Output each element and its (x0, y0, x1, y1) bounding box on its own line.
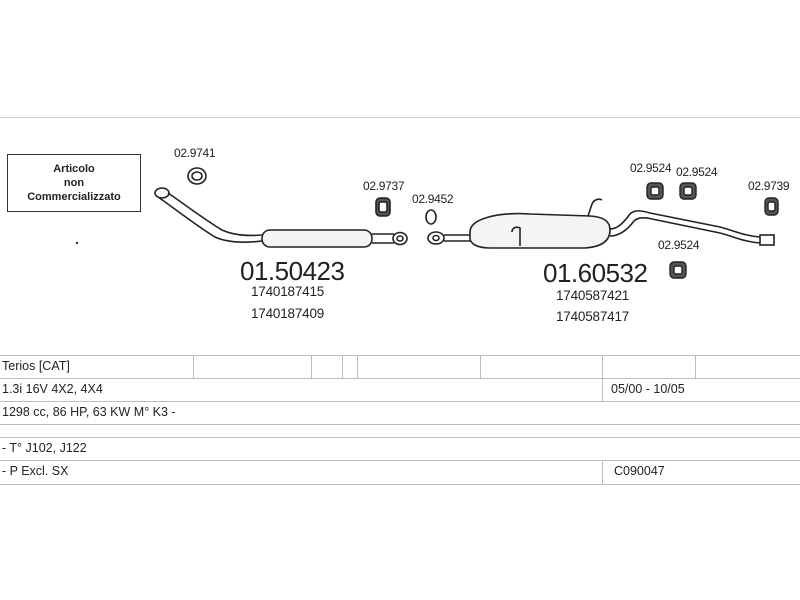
note-line-2: non (63, 177, 85, 189)
rear-silencer-drawing (427, 198, 775, 249)
table-row: - P Excl. SX C090047 (0, 460, 800, 484)
rubber-mount-drawing-3 (764, 197, 779, 216)
column-divider (342, 355, 343, 378)
note-line-1: Articolo (53, 163, 95, 175)
front-pipe-part-number[interactable]: 01.50423 (240, 256, 345, 286)
column-divider (193, 355, 194, 378)
front-pipe-oem-1: 1740187415 (251, 284, 325, 299)
table-row: 1298 cc, 86 HP, 63 KW M° K3 - (0, 401, 800, 425)
rear-silencer-part-number[interactable]: 01.60532 (543, 258, 648, 288)
part-label-rubber-3[interactable]: 02.9739 (748, 179, 790, 193)
table-row: - T° J102, J122 (0, 437, 800, 461)
seal-ring-drawing (425, 209, 437, 225)
note-line-3: Commercializzato (27, 191, 121, 203)
column-divider (480, 355, 481, 378)
not-commercialized-note: Articolo non Commercializzato (7, 154, 141, 212)
part-label-rubber-2b[interactable]: 02.9524 (676, 165, 718, 179)
dot-mark (75, 241, 79, 245)
rubber-mount-drawing-2 (646, 182, 697, 279)
column-divider (311, 355, 312, 378)
column-divider (695, 355, 696, 378)
table-bottom-border (0, 484, 800, 485)
top-border (0, 117, 800, 118)
column-divider (602, 378, 603, 401)
table-row: 1.3i 16V 4X2, 4X4 05/00 - 10/05 (0, 378, 800, 402)
column-divider (602, 460, 603, 484)
part-label-rubber-1[interactable]: 02.9737 (363, 179, 405, 193)
rear-silencer-oem-2: 1740587417 (556, 309, 630, 324)
column-divider (357, 355, 358, 378)
front-pipe-drawing (154, 187, 408, 248)
clamp-drawing (187, 167, 207, 185)
type-cell: - T° J102, J122 (2, 441, 87, 455)
table-row (0, 424, 800, 438)
rubber-mount-drawing-1 (375, 197, 391, 217)
years-cell: 05/00 - 10/05 (611, 382, 685, 396)
version-cell: 1.3i 16V 4X2, 4X4 (2, 382, 103, 396)
engine-cell: 1298 cc, 86 HP, 63 KW M° K3 - (2, 405, 176, 419)
code-cell: C090047 (614, 464, 665, 478)
front-pipe-oem-2: 1740187409 (251, 306, 325, 321)
part-label-ring[interactable]: 02.9452 (412, 192, 454, 206)
rear-silencer-oem-1: 1740587421 (556, 288, 630, 303)
column-divider (602, 355, 603, 378)
part-label-clamp[interactable]: 02.9741 (174, 146, 216, 160)
part-label-rubber-2a[interactable]: 02.9524 (630, 161, 672, 175)
part-label-rubber-2c[interactable]: 02.9524 (658, 238, 700, 252)
model-cell: Terios [CAT] (2, 359, 70, 373)
exclusion-cell: - P Excl. SX (2, 464, 69, 478)
table-row: Terios [CAT] (0, 355, 800, 379)
